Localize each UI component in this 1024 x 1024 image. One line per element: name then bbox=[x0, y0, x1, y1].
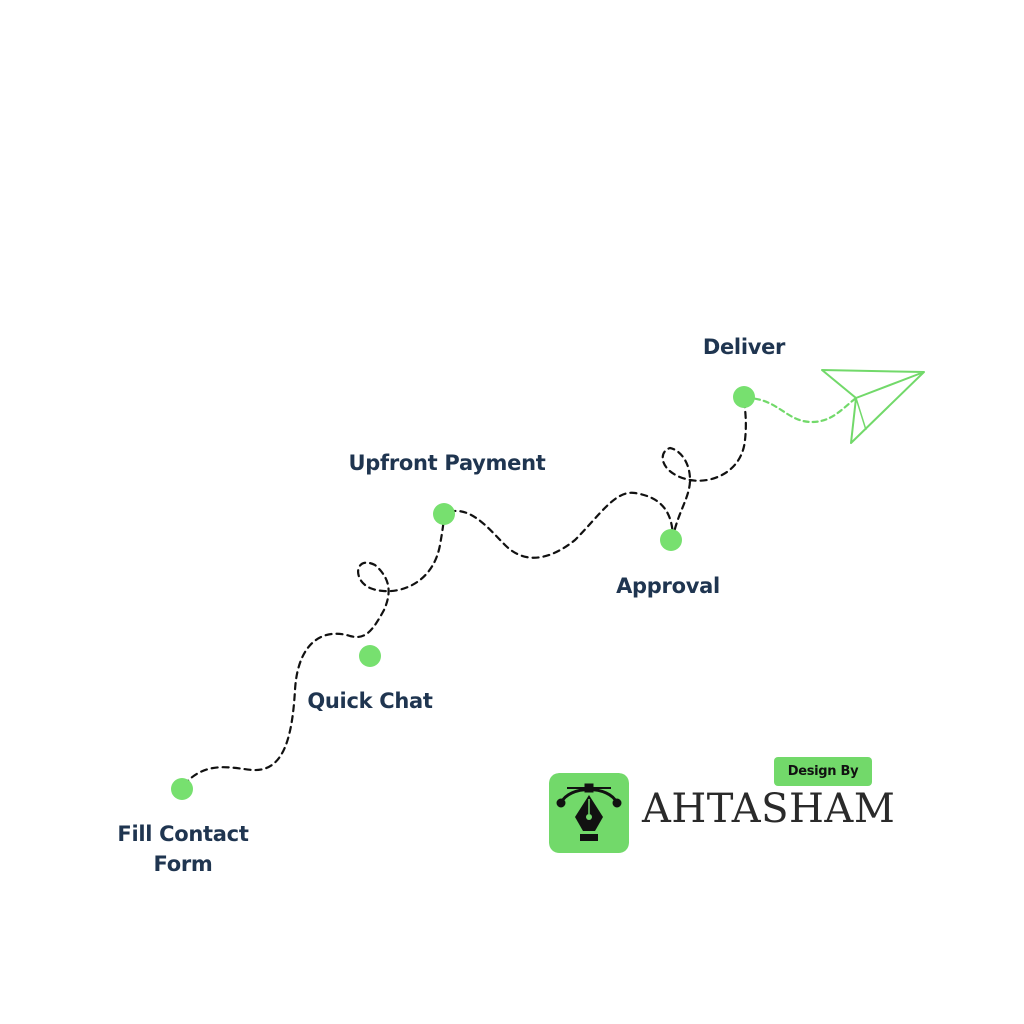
node-upfront-payment bbox=[433, 503, 455, 525]
pen-tool-icon bbox=[549, 773, 629, 853]
step-label-fill-contact-form: Fill Contact Form bbox=[117, 822, 249, 876]
design-by-badge: Design By bbox=[774, 757, 872, 786]
plane-trail bbox=[744, 396, 858, 424]
flow-path bbox=[182, 396, 747, 787]
paper-plane-icon bbox=[821, 369, 925, 444]
step-label-approval: Approval bbox=[616, 574, 720, 598]
step-label-upfront-payment: Upfront Payment bbox=[348, 451, 546, 475]
step-label-quick-chat: Quick Chat bbox=[307, 689, 433, 713]
node-quick-chat bbox=[359, 645, 381, 667]
brand-name: AHTASHAM bbox=[642, 786, 896, 832]
node-approval bbox=[660, 529, 682, 551]
node-deliver bbox=[733, 386, 755, 408]
step-label-deliver: Deliver bbox=[702, 335, 786, 359]
node-fill-contact-form bbox=[171, 778, 193, 800]
